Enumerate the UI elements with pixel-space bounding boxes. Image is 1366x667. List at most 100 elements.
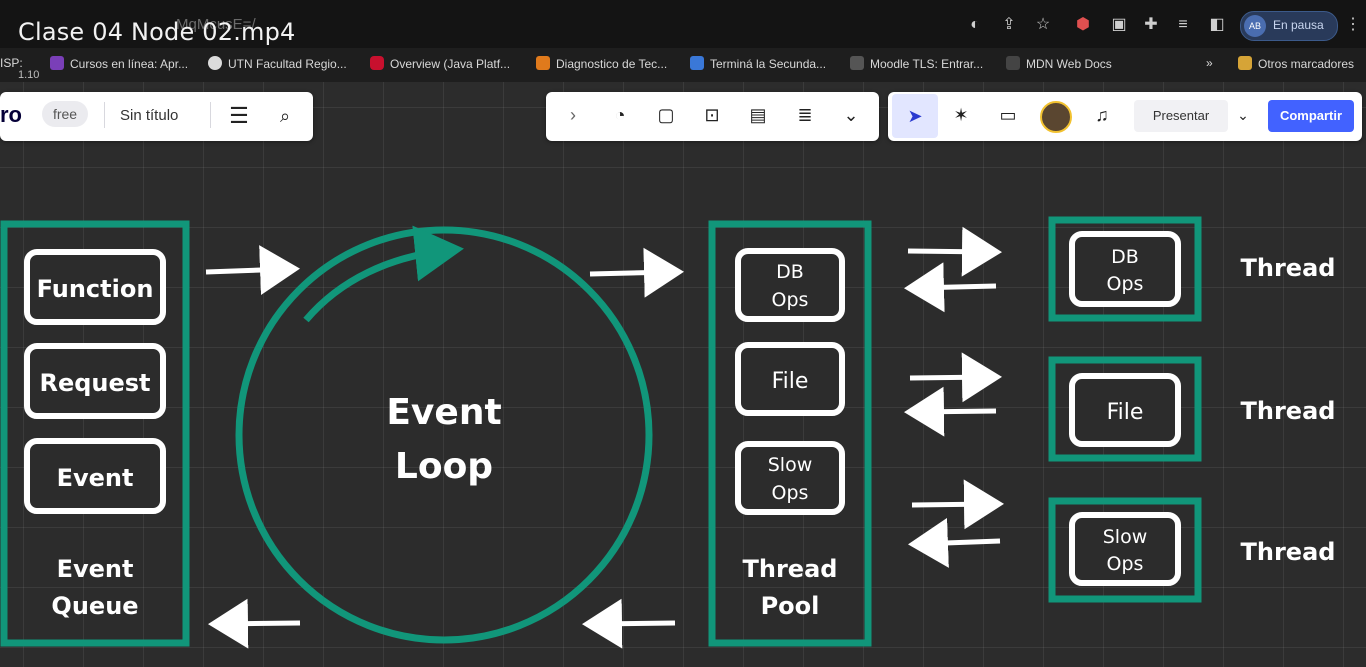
mdn-icon xyxy=(1006,56,1020,70)
folder-icon xyxy=(1238,56,1252,70)
queue-item-function[interactable] xyxy=(24,249,166,325)
pool-item-file[interactable] xyxy=(735,342,845,416)
plan-badge[interactable]: free xyxy=(42,101,88,127)
queue-item-request[interactable] xyxy=(24,343,166,419)
thread-item-label: File xyxy=(1107,400,1144,425)
moodle-icon xyxy=(850,56,864,70)
pool-item-db-ops[interactable] xyxy=(735,248,845,322)
board-title[interactable]: Sin título xyxy=(120,107,179,124)
arrow-pool-to-loop xyxy=(582,598,676,649)
thread-item-label: Ops xyxy=(1107,273,1144,295)
search-icon[interactable]: ⌕ xyxy=(279,106,291,126)
oracle-icon xyxy=(370,56,384,70)
pool-item-label: Ops xyxy=(772,289,809,311)
bookmarks-bar: ISP: Cursos en línea: Apr... UTN Faculta… xyxy=(0,48,1366,82)
thread-item-file[interactable] xyxy=(1069,373,1181,447)
thread-label: Thread xyxy=(1241,254,1336,282)
board-info-panel: ro free Sin título ☰ ⌕ xyxy=(0,92,313,141)
thread-frame xyxy=(1048,356,1202,462)
event-loop-label: Event xyxy=(386,392,501,433)
focus-icon[interactable]: ⊡ xyxy=(704,105,720,125)
diagnostic-icon xyxy=(536,56,550,70)
select-tool-button[interactable]: ➤ xyxy=(892,94,938,138)
event-loop-circle xyxy=(235,226,653,644)
event-loop-label: Loop xyxy=(395,446,493,487)
address-bar-url[interactable]: MqMcusE=/ xyxy=(176,16,256,33)
collaboration-panel: ➤ ✶ ▭ ♫ Presentar ⌄ Compartir xyxy=(888,92,1362,141)
pool-item-label: Ops xyxy=(772,482,809,504)
utn-icon xyxy=(208,56,222,70)
present-button[interactable]: Presentar xyxy=(1134,100,1228,132)
queue-item-label: Event xyxy=(57,464,134,492)
profile-button[interactable]: AB En pausa xyxy=(1240,11,1338,41)
arrow-pool-to-thread xyxy=(911,479,1004,530)
browser-top-bar: MqMcusE=/ Clase 04 Node 02.mp4 ◐ ⇪ ☆ ⬢ ▣… xyxy=(0,0,1366,48)
frame-icon[interactable]: ▢ xyxy=(657,105,675,125)
arrow-thread-to-pool xyxy=(904,262,997,313)
expand-more-icon[interactable]: ⌄ xyxy=(843,105,859,125)
celebrate-icon[interactable]: ✶ xyxy=(953,105,969,125)
thread-item-slow-ops[interactable] xyxy=(1069,512,1181,586)
pool-item-label: Slow xyxy=(768,454,813,476)
divider xyxy=(210,102,211,128)
square-extension-icon[interactable]: ▣ xyxy=(1111,16,1127,33)
arrow-pool-to-thread xyxy=(909,352,1002,403)
notifications-bell-icon[interactable]: ♫ xyxy=(1095,105,1109,125)
course-icon xyxy=(50,56,64,70)
thread-pool-frame xyxy=(708,220,872,647)
bookmark-cursos[interactable]: Cursos en línea: Apr... xyxy=(50,56,188,71)
extension-icon[interactable]: ◐ xyxy=(970,16,980,33)
divider xyxy=(104,102,105,128)
thread-frame xyxy=(1048,497,1202,603)
queue-item-label: Request xyxy=(39,369,150,397)
arrow-pool-to-thread xyxy=(907,226,1002,277)
bookmark-java[interactable]: Overview (Java Platf... xyxy=(370,56,510,71)
browser-menu-icon[interactable]: ⋮ xyxy=(1345,16,1361,33)
school-icon xyxy=(690,56,704,70)
bookmark-moodle[interactable]: Moodle TLS: Entrar... xyxy=(850,56,983,71)
event-queue-label: Event xyxy=(57,555,134,583)
queue-item-event[interactable] xyxy=(24,438,166,514)
app-logo[interactable]: ro xyxy=(0,102,22,127)
thread-item-label: Ops xyxy=(1107,553,1144,575)
board-tools-panel: › ◔ ▢ ⊡ ▤ ≣ ⌄ xyxy=(546,92,879,141)
thread-label: Thread xyxy=(1241,538,1336,566)
profile-avatar: AB xyxy=(1244,15,1266,37)
pool-item-slow-ops[interactable] xyxy=(735,441,845,515)
thread-item-db-ops[interactable] xyxy=(1069,231,1181,307)
user-avatar[interactable] xyxy=(1040,101,1072,133)
loop-direction-arrow xyxy=(303,225,464,323)
bookmark-utn[interactable]: UTN Facultad Regio... xyxy=(208,56,347,71)
share-icon[interactable]: ⇪ xyxy=(1002,16,1016,33)
bookmark-isp[interactable]: ISP: xyxy=(0,56,23,70)
queue-item-label: Function xyxy=(37,275,154,303)
chevron-right-icon[interactable]: › xyxy=(570,105,576,125)
bookmark-diagnostico[interactable]: Diagnostico de Tec... xyxy=(536,56,667,71)
profile-status: En pausa xyxy=(1273,18,1324,32)
pool-item-label: DB xyxy=(776,261,804,283)
arrow-thread-to-pool xyxy=(908,517,1001,568)
bookmark-other[interactable]: Otros marcadores xyxy=(1238,56,1354,71)
media-list-icon[interactable]: ≡ xyxy=(1178,16,1188,33)
present-dropdown-icon[interactable]: ⌄ xyxy=(1237,107,1249,123)
arrow-queue-to-loop xyxy=(205,245,300,296)
thread-item-label: DB xyxy=(1111,246,1139,268)
thread-pool-label: Thread xyxy=(743,555,838,583)
arrow-loop-to-pool xyxy=(589,247,684,298)
comment-icon[interactable]: ▭ xyxy=(999,105,1017,125)
adblock-icon[interactable]: ⬢ xyxy=(1076,16,1090,33)
puzzle-icon[interactable]: ✚ xyxy=(1144,16,1158,33)
share-button[interactable]: Compartir xyxy=(1268,100,1354,132)
thread-pool-label: Pool xyxy=(761,592,820,620)
menu-icon[interactable]: ☰ xyxy=(229,103,249,128)
vote-icon[interactable]: ▤ xyxy=(749,105,767,125)
timer-icon[interactable]: ◔ xyxy=(614,105,626,125)
notes-icon[interactable]: ≣ xyxy=(797,105,813,125)
event-queue-frame xyxy=(0,220,190,647)
bookmark-secundaria[interactable]: Terminá la Secunda... xyxy=(690,56,826,71)
bookmark-mdn[interactable]: MDN Web Docs xyxy=(1006,56,1112,71)
arrow-loop-to-queue xyxy=(208,598,301,649)
bookmark-star-icon[interactable]: ☆ xyxy=(1035,16,1051,33)
side-panel-icon[interactable]: ◧ xyxy=(1209,16,1225,33)
more-bookmarks-icon[interactable]: » xyxy=(1206,56,1213,70)
